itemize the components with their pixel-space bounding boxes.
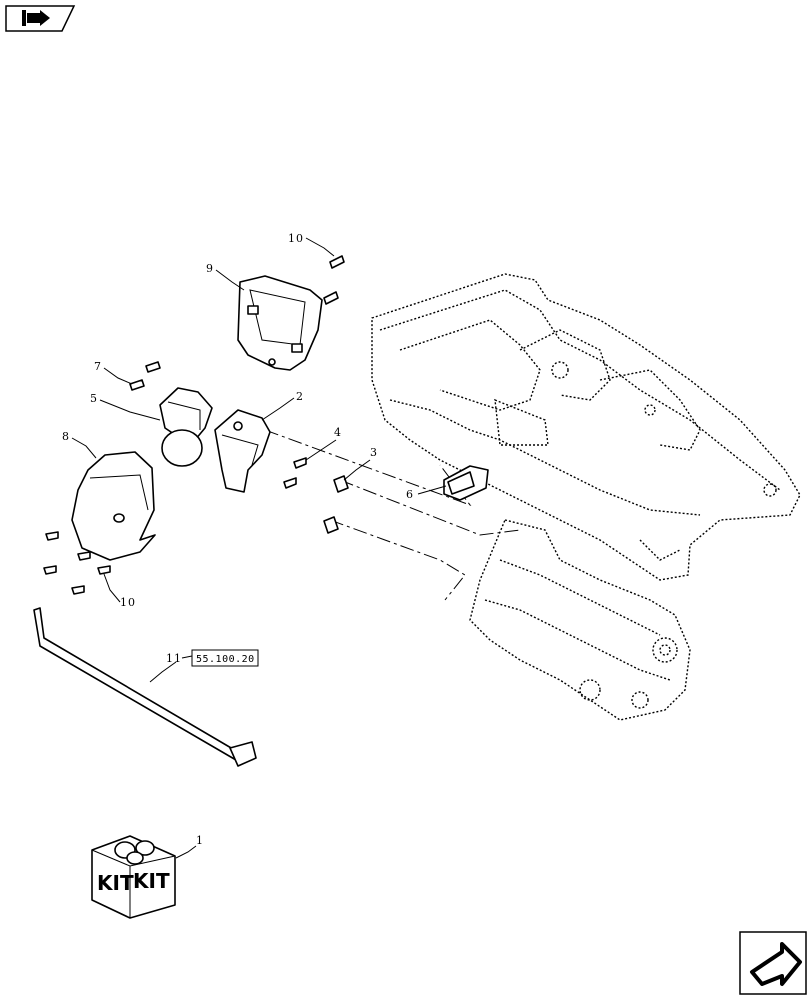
callout-5: 5 <box>90 392 98 405</box>
part-8-housing <box>71 451 156 561</box>
callout-8: 8 <box>62 430 70 443</box>
top-nav-button[interactable] <box>5 5 76 32</box>
screws <box>43 255 345 595</box>
part-6-switch <box>443 465 489 501</box>
kit-label-left: KIT <box>97 871 134 895</box>
part-5-motor <box>159 387 213 467</box>
bottom-nav-button[interactable] <box>739 931 807 995</box>
reference-box-label: 55.100.20 <box>196 654 255 665</box>
callout-9: 9 <box>206 262 214 275</box>
part-1-kit-box: KIT KIT <box>91 835 176 919</box>
callouts: 10 9 7 5 2 8 4 3 6 10 11 1 <box>62 232 447 859</box>
part-9-cover <box>237 275 323 371</box>
part-2-bracket <box>214 409 271 493</box>
part-11-harness <box>33 607 257 767</box>
reference-box[interactable]: 55.100.20 <box>191 649 259 667</box>
kit-label-right: KIT <box>133 869 170 893</box>
callout-6: 6 <box>406 488 414 501</box>
callout-7: 7 <box>94 360 102 373</box>
page-forward-arrow-icon <box>750 942 802 986</box>
callout-3: 3 <box>370 446 378 459</box>
page-back-arrow-icon <box>22 10 50 26</box>
console-housing <box>371 273 801 581</box>
callout-2: 2 <box>296 390 304 403</box>
part-3-spacers <box>323 475 349 534</box>
armrest-frame <box>469 519 691 721</box>
callout-10-top: 10 <box>288 232 304 245</box>
callout-1: 1 <box>196 834 204 847</box>
callout-11: 11 <box>166 652 182 665</box>
assembly-lines <box>264 429 521 601</box>
callout-4: 4 <box>334 426 342 439</box>
callout-10-bottom: 10 <box>120 596 136 609</box>
